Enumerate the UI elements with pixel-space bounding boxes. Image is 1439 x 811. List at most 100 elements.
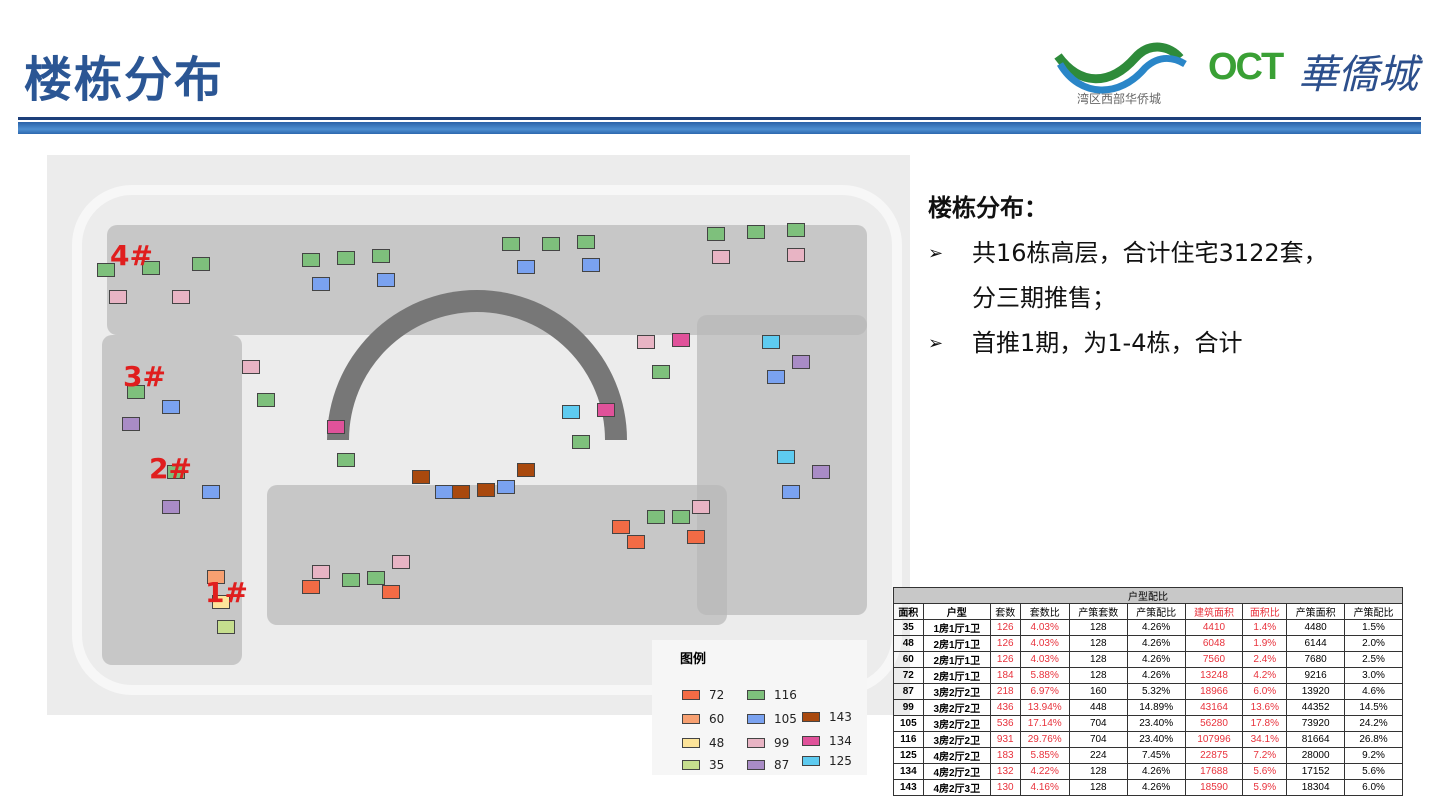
building-label-4: 4# (110, 239, 153, 272)
table-cell: 128 (1068, 635, 1128, 652)
table-cell: 4.26% (1126, 635, 1186, 652)
table-cell: 48 (893, 635, 924, 652)
table-cell: 184 (989, 667, 1021, 684)
legend-label: 99 (774, 736, 790, 750)
table-cell: 105 (893, 715, 924, 732)
table-cell: 23.40% (1126, 715, 1186, 732)
table-cell: 4房2厅3卫 (922, 779, 991, 796)
site-plan: 4# 3# 2# 1# (47, 155, 910, 715)
legend-label: 105 (774, 712, 797, 726)
table-cell: 99 (893, 699, 924, 716)
table-cell: 4.03% (1019, 635, 1070, 652)
table-cell: 1房1厅1卫 (922, 619, 991, 636)
table-cell: 4.03% (1019, 619, 1070, 636)
column-header: 产策配比 (1126, 603, 1186, 620)
legend-label: 60 (709, 712, 725, 726)
table-cell: 3房2厅2卫 (922, 715, 991, 732)
legend-swatch (682, 714, 700, 724)
table-cell: 3.0% (1344, 667, 1403, 684)
column-header: 套数比 (1019, 603, 1070, 620)
column-header: 建筑面积 (1184, 603, 1244, 620)
table-cell: 7560 (1184, 651, 1244, 668)
table-cell: 35 (893, 619, 924, 636)
column-header: 户型 (922, 603, 991, 620)
table-cell: 5.85% (1019, 747, 1070, 764)
table-cell: 17.14% (1019, 715, 1070, 732)
legend-swatch (747, 760, 765, 770)
table-cell: 2.4% (1242, 651, 1288, 668)
table-cell: 436 (989, 699, 1021, 716)
table-cell: 448 (1068, 699, 1128, 716)
table-cell: 18590 (1184, 779, 1244, 796)
note-item: 首推1期，为1-4栋，合计 (972, 329, 1243, 357)
table-cell: 2房1厅1卫 (922, 667, 991, 684)
table-cell: 5.9% (1242, 779, 1288, 796)
table-cell: 2.0% (1344, 635, 1403, 652)
legend-item: 99 (747, 736, 789, 750)
table-cell: 18966 (1184, 683, 1244, 700)
table-cell: 132 (989, 763, 1021, 780)
legend-item: 125 (802, 754, 852, 768)
notes-heading: 楼栋分布： (928, 194, 1048, 222)
table-cell: 704 (1068, 731, 1128, 748)
building-label-2: 2# (149, 452, 192, 485)
table-cell: 128 (1068, 763, 1128, 780)
legend-swatch (747, 738, 765, 748)
table-cell: 704 (1068, 715, 1128, 732)
header-divider (18, 117, 1421, 120)
legend-item: 116 (747, 688, 797, 702)
column-header: 套数 (989, 603, 1021, 620)
table-cell: 6.0% (1242, 683, 1288, 700)
table-cell: 17.8% (1242, 715, 1288, 732)
table-cell: 126 (989, 619, 1021, 636)
table-cell: 3房2厅2卫 (922, 683, 991, 700)
table-cell: 116 (893, 731, 924, 748)
table-cell: 13.94% (1019, 699, 1070, 716)
table-cell: 143 (893, 779, 924, 796)
table-cell: 125 (893, 747, 924, 764)
table-cell: 7680 (1286, 651, 1346, 668)
table-cell: 56280 (1184, 715, 1244, 732)
table-cell: 87 (893, 683, 924, 700)
legend-swatch (682, 760, 700, 770)
table-cell: 128 (1068, 651, 1128, 668)
table-cell: 6144 (1286, 635, 1346, 652)
logo-subtitle: 湾区西部华侨城 (1077, 92, 1162, 106)
legend-label: 125 (829, 754, 852, 768)
table-cell: 44352 (1286, 699, 1346, 716)
table-cell: 18304 (1286, 779, 1346, 796)
building-label-1: 1# (205, 576, 248, 609)
arrow-bullet-icon: ➢ (928, 333, 944, 354)
table-cell: 1.4% (1242, 619, 1288, 636)
table-cell: 128 (1068, 667, 1128, 684)
table-cell: 60 (893, 651, 924, 668)
legend-label: 35 (709, 758, 725, 772)
legend-swatch (802, 712, 820, 722)
table-cell: 4.6% (1344, 683, 1403, 700)
legend-swatch (747, 714, 765, 724)
table-cell: 6.97% (1019, 683, 1070, 700)
building-label-3: 3# (123, 360, 166, 393)
table-cell: 34.1% (1242, 731, 1288, 748)
table-cell: 128 (1068, 779, 1128, 796)
table-cell: 1.9% (1242, 635, 1288, 652)
column-header: 产策配比 (1344, 603, 1403, 620)
legend-item: 134 (802, 734, 852, 748)
table-cell: 2.5% (1344, 651, 1403, 668)
table-cell: 4480 (1286, 619, 1346, 636)
building-distribution-notes: 楼栋分布： ➢共16栋高层，合计住宅3122套， 分三期推售； ➢首推1期，为1… (928, 186, 1328, 366)
column-header: 产策面积 (1286, 603, 1346, 620)
legend-label: 143 (829, 710, 852, 724)
table-cell: 4房2厅2卫 (922, 747, 991, 764)
table-cell: 130 (989, 779, 1021, 796)
table-cell: 536 (989, 715, 1021, 732)
legend-label: 87 (774, 758, 790, 772)
